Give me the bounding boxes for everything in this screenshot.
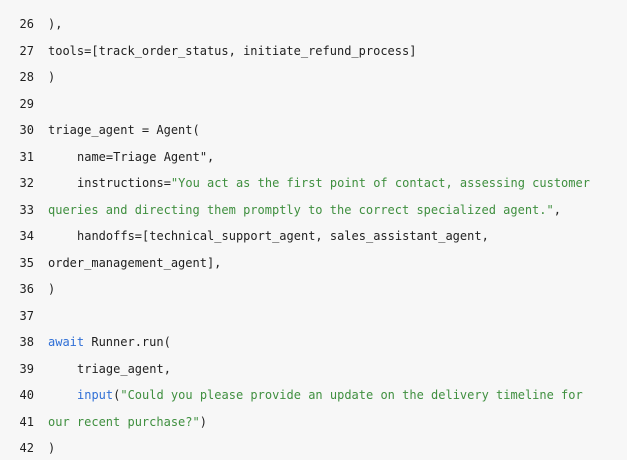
code-text: ) (48, 70, 627, 84)
code-line: 30 triage_agent = Agent( (0, 117, 627, 144)
string-token: "Could you please provide an update on t… (120, 388, 583, 403)
line-number: 40 (19, 388, 34, 403)
code-line: 40 input("Could you please provide an upd… (0, 382, 627, 409)
code-token: handoffs=[technical_support_agent, sales… (77, 229, 489, 244)
code-text: ) (48, 282, 627, 296)
code-line: 32 instructions="You act as the first poi… (0, 170, 627, 197)
code-text: ) (48, 441, 627, 455)
string-token: queries and directing them promptly to t… (48, 202, 554, 217)
line-number: 42 (19, 441, 34, 456)
code-token: ), (48, 17, 63, 32)
line-number: 29 (19, 96, 34, 111)
code-text: queries and directing them promptly to t… (48, 203, 627, 217)
line-number: 32 (19, 176, 34, 191)
line-number: 39 (19, 361, 34, 376)
code-text: triage_agent, (48, 362, 627, 376)
code-line: 39 triage_agent, (0, 356, 627, 383)
code-line: 26), (0, 11, 627, 38)
code-line: 28) (0, 64, 627, 91)
code-line: 29 (0, 91, 627, 118)
line-number: 37 (19, 308, 34, 323)
code-token: tools=[track_order_status, initiate_refu… (48, 43, 417, 58)
code-text: input("Could you please provide an updat… (48, 388, 627, 402)
line-number: 38 (19, 335, 34, 350)
line-number: 41 (19, 414, 34, 429)
code-line: 34 handoffs=[technical_support_agent, sal… (0, 223, 627, 250)
line-number: 34 (19, 229, 34, 244)
line-number: 26 (19, 17, 34, 32)
code-line: 38 await Runner.run( (0, 329, 627, 356)
keyword-token: input (77, 388, 114, 403)
code-text: await Runner.run( (48, 335, 627, 349)
keyword-token: await (48, 335, 85, 350)
code-line: 37 (0, 303, 627, 330)
code-line: 27 tools=[track_order_status, initiate_re… (0, 38, 627, 65)
code-text: triage_agent = Agent( (48, 123, 627, 137)
string-token: "You act as the first point of contact, … (170, 176, 590, 191)
code-token: , (553, 202, 561, 217)
code-text: ), (48, 17, 627, 31)
code-line: 42) (0, 435, 627, 460)
code-line: 33 queries and directing them promptly to… (0, 197, 627, 224)
code-token: ) (48, 70, 56, 85)
code-line: 36) (0, 276, 627, 303)
line-number: 35 (19, 255, 34, 270)
code-text: tools=[track_order_status, initiate_refu… (48, 44, 627, 58)
code-text: name=Triage Agent", (48, 150, 627, 164)
code-token: ) (48, 282, 56, 297)
code-token: ( (113, 388, 121, 403)
line-number: 36 (19, 282, 34, 297)
line-number: 31 (19, 149, 34, 164)
line-number: 27 (19, 43, 34, 58)
line-number: 33 (19, 202, 34, 217)
code-line: 41 our recent purchase?") (0, 409, 627, 436)
code-token: Runner.run( (84, 335, 171, 350)
code-token: triage_agent, (77, 361, 171, 376)
code-text: instructions="You act as the first point… (48, 176, 627, 190)
code-token: name=Triage Agent", (77, 149, 215, 164)
code-line: 35 order_management_agent], (0, 250, 627, 277)
code-text: order_management_agent], (48, 256, 627, 270)
line-number: 30 (19, 123, 34, 138)
code-token: ) (48, 441, 56, 456)
code-text: handoffs=[technical_support_agent, sales… (48, 229, 627, 243)
code-line: 31 name=Triage Agent", (0, 144, 627, 171)
line-number: 28 (19, 70, 34, 85)
string-token: our recent purchase?" (48, 414, 200, 429)
code-text: our recent purchase?") (48, 415, 627, 429)
code-token: ) (199, 414, 207, 429)
code-token: instructions= (77, 176, 171, 191)
code-token: order_management_agent], (48, 255, 222, 270)
code-token: triage_agent = Agent( (48, 123, 200, 138)
